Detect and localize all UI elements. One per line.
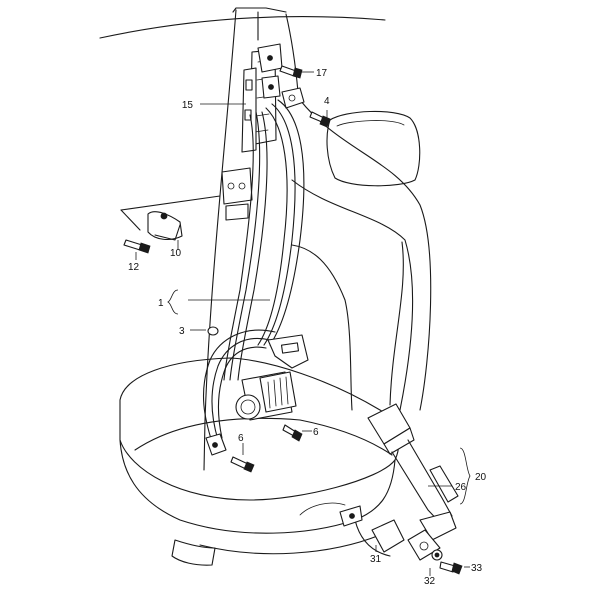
cover-cap-3 bbox=[207, 326, 219, 336]
buckle-assembly bbox=[367, 403, 459, 541]
bolt-6-a bbox=[230, 456, 255, 473]
bracket-10 bbox=[120, 167, 253, 254]
height-adjuster-rail bbox=[241, 43, 283, 153]
bolt-33 bbox=[439, 561, 463, 575]
leader-lines bbox=[135, 71, 471, 576]
retractor-unit bbox=[235, 371, 297, 421]
callout-17: 17 bbox=[316, 68, 328, 79]
belt-webbing bbox=[202, 99, 305, 443]
callout-26: 26 bbox=[455, 482, 467, 493]
headrest bbox=[326, 110, 421, 187]
bracket-31 bbox=[339, 505, 405, 553]
washer-32 bbox=[407, 529, 443, 561]
callout-33: 33 bbox=[471, 563, 483, 574]
bolt-6-b bbox=[282, 424, 303, 442]
callout-10: 10 bbox=[170, 248, 182, 259]
callout-6-right: 6 bbox=[313, 427, 319, 438]
callout-12: 12 bbox=[128, 262, 140, 273]
roof-and-pillar bbox=[99, 7, 386, 471]
callout-20: 20 bbox=[475, 472, 487, 483]
callout-6-left: 6 bbox=[238, 433, 244, 444]
callout-1: 1 bbox=[158, 298, 164, 309]
seat-back bbox=[291, 99, 432, 411]
lower-anchor bbox=[205, 433, 227, 456]
callout-31: 31 bbox=[370, 554, 382, 565]
callout-3: 3 bbox=[179, 326, 185, 337]
upper-guide-4 bbox=[281, 87, 331, 128]
bolt-17 bbox=[279, 65, 303, 79]
latch-tongue bbox=[267, 334, 309, 369]
callout-32: 32 bbox=[424, 576, 436, 587]
callout-15: 15 bbox=[182, 100, 194, 111]
callout-labels: 15 17 4 10 12 1 3 6 6 20 26 31 32 33 bbox=[128, 68, 487, 587]
callout-4: 4 bbox=[324, 96, 330, 107]
